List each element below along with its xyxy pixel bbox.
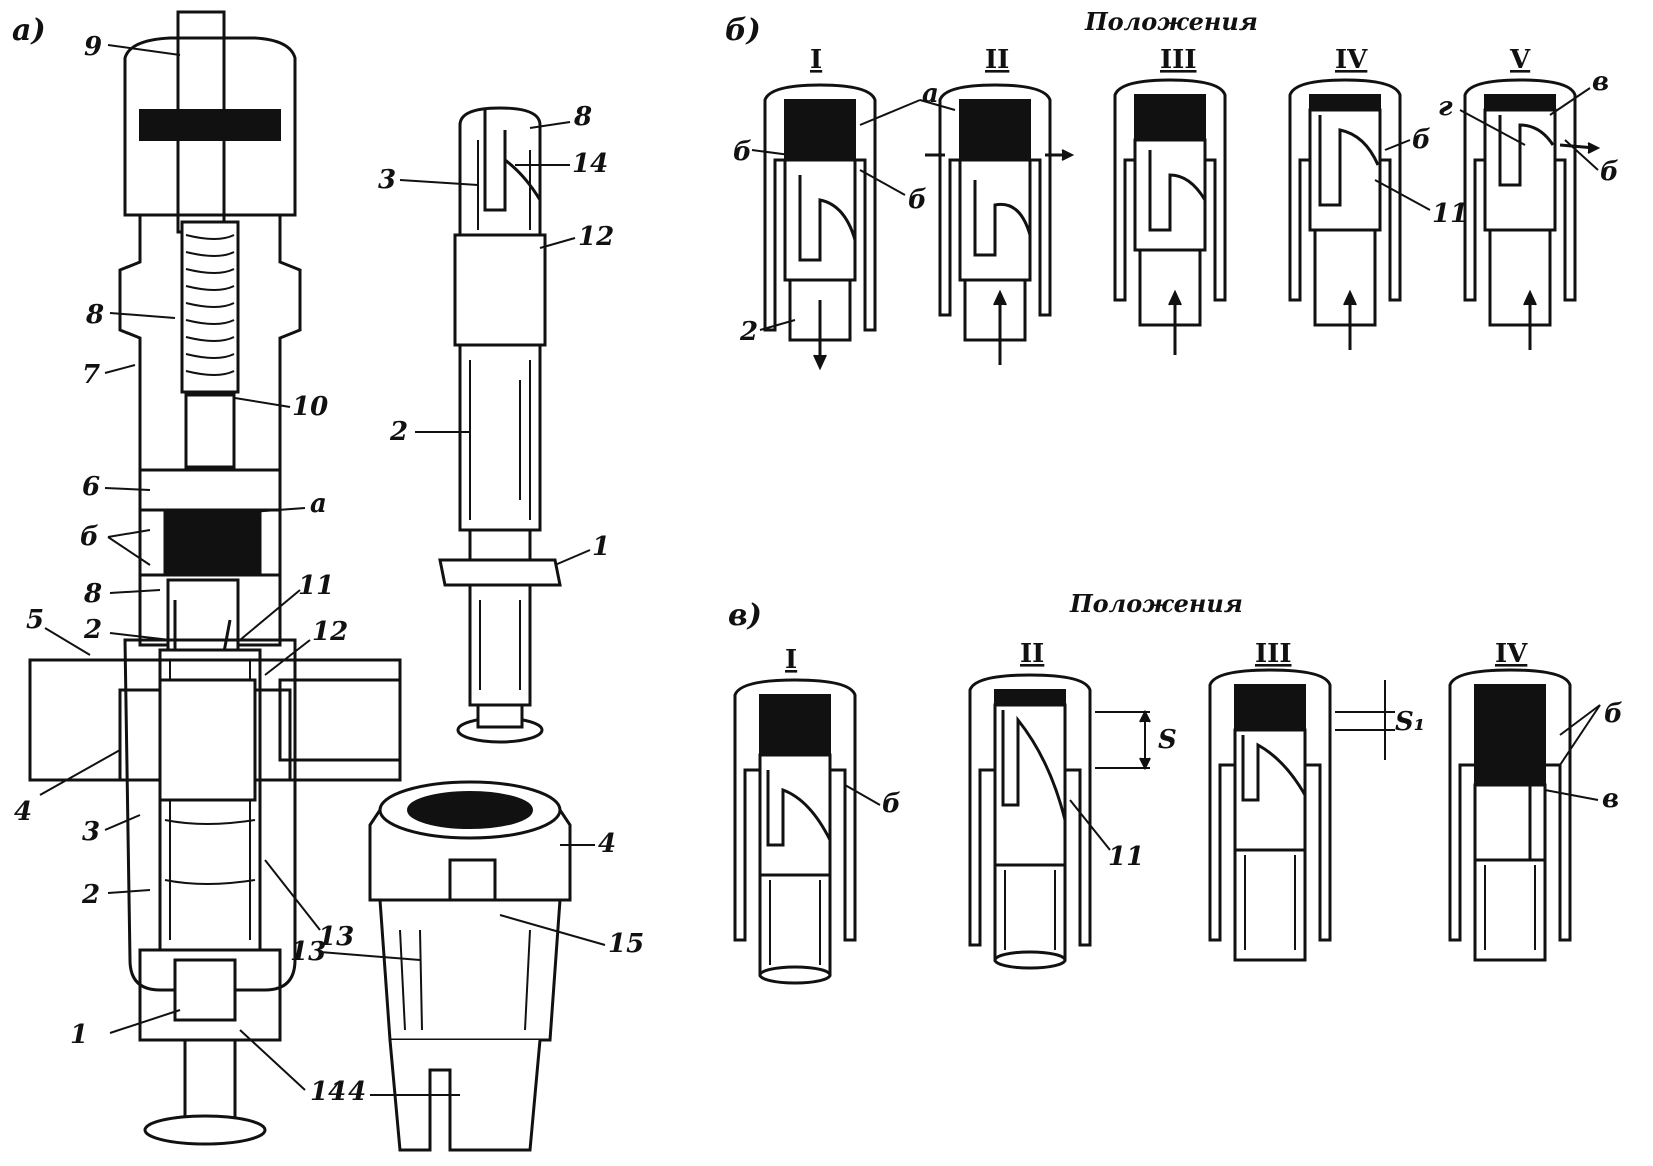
part-label: 1 [70,1020,88,1050]
part-label: 3 [378,165,396,195]
part-label: 1 [592,532,610,562]
part-label: а [310,489,327,519]
control-sleeve-detail [368,780,572,1152]
svg-text:III: III [1255,639,1292,669]
part-label: 3 [82,817,100,847]
svg-text:V: V [1509,45,1531,75]
part-label: в [1602,784,1619,814]
position-v-i [733,678,857,985]
section-b-part-labels: а б б 2 б 11 г в б [733,67,1619,347]
position-b-iii [1113,78,1227,355]
position-b-ii [925,83,1075,365]
part-label: S [1158,725,1177,755]
position-v-iii [1208,668,1395,962]
part-label: 8 [573,102,592,132]
section-v-roman-labels: I II III IV [785,639,1528,675]
svg-text:I: I [810,45,822,75]
section-v-label: в) [728,598,762,633]
part-label: 12 [312,617,348,647]
part-label: 4 [598,829,616,859]
section-v-part-labels: б 11 S S₁ б в [882,699,1623,872]
section-a-label: а) [12,13,46,48]
part-label: 8 [85,300,104,330]
part-label: 11 [298,571,334,601]
part-label: б [80,522,99,552]
position-v-ii [968,673,1151,970]
part-label: 8 [83,579,102,609]
section-b-label: б) [725,13,761,48]
svg-text:I: I [785,645,797,675]
part-label: S₁ [1395,707,1425,737]
part-label: а [922,79,939,109]
svg-text:II: II [1020,639,1044,669]
part-label: 11 [1432,199,1468,229]
part-label: б [733,137,752,167]
part-label: 11 [1108,842,1144,872]
section-b-roman-labels: I II III IV V [810,45,1531,75]
part-label: 6 [82,472,100,502]
section-a-part-labels: 9 8 7 10 6 а б 8 5 2 11 12 4 3 2 1 13 14 [14,32,354,1107]
section-a-assembly [28,10,402,1146]
part-label: 14 [310,1077,346,1107]
part-label: 9 [84,32,102,62]
section-b-heading: Положения [1084,7,1258,36]
plunger-leaders [399,121,591,566]
position-b-v [1463,78,1601,350]
position-v-iv [1448,668,1572,962]
part-label: 7 [82,360,100,390]
position-b-iv [1288,78,1402,350]
sleeve-part-labels: 4 15 13 14 [290,829,644,1107]
plunger-detail [438,106,562,744]
part-label: в [1592,67,1609,97]
svg-text:II: II [985,45,1009,75]
part-label: 14 [572,149,608,179]
part-label: 14 [330,1077,366,1107]
part-label: г [1438,92,1453,122]
position-b-i [763,83,877,371]
section-v-heading: Положения [1069,589,1243,618]
part-label: 2 [81,880,100,910]
part-label: 5 [26,605,44,635]
part-label: 15 [608,929,644,959]
part-label: 13 [290,937,326,967]
part-label: б [1604,699,1623,729]
part-label: б [908,185,927,215]
sleeve-leaders [319,844,606,1096]
part-label: б [1412,125,1431,155]
part-label: 10 [292,392,328,422]
part-label: б [1600,157,1619,187]
part-label: 2 [83,615,102,645]
part-label: 12 [578,222,614,252]
part-label: 13 [318,922,354,952]
svg-text:IV: IV [1495,639,1528,669]
section-v-positions [733,668,1572,985]
part-label: 2 [739,317,758,347]
section-a-leaders [39,44,321,1091]
part-label: 4 [14,797,32,827]
svg-text:III: III [1160,45,1197,75]
part-label: 2 [389,417,408,447]
section-b-positions [763,78,1601,371]
section-b-leaders [751,87,1599,331]
svg-text:IV: IV [1335,45,1368,75]
plunger-part-labels: 8 3 14 12 2 1 [378,102,614,562]
part-label: б [882,789,901,819]
section-v-leaders [844,704,1601,851]
